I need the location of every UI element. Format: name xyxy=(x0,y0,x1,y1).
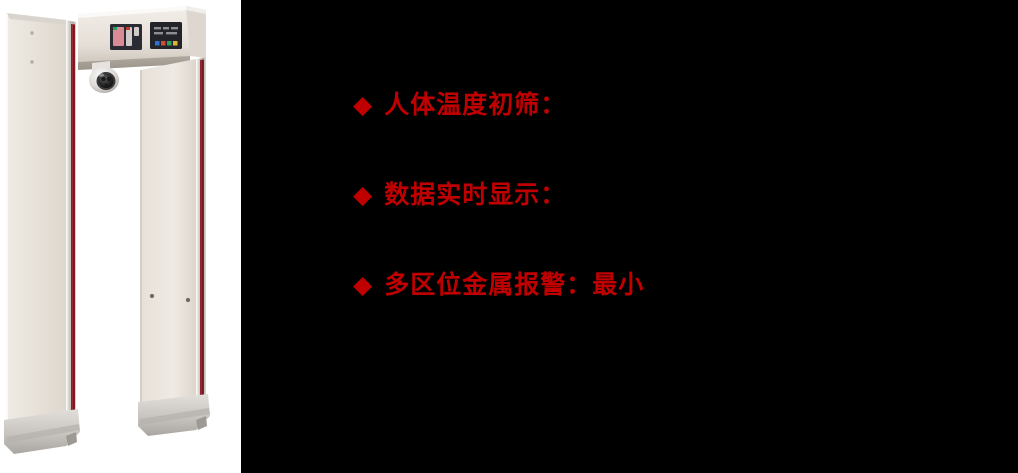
diamond-bullet-icon: ◆ xyxy=(353,180,373,209)
product-image-stage xyxy=(0,0,241,473)
metal-detector-gate-illustration xyxy=(4,6,210,454)
gate-right-post xyxy=(138,57,210,436)
diamond-bullet-icon: ◆ xyxy=(353,90,373,119)
gate-top-crossbar xyxy=(78,6,190,70)
temperature-camera xyxy=(89,61,119,93)
gate-indicator-board xyxy=(150,22,182,49)
feature-label: 数据实时显示： xyxy=(384,180,567,209)
diamond-bullet-icon: ◆ xyxy=(353,270,373,299)
gate-control-display xyxy=(110,24,142,50)
feature-item-realtime-data: ◆ 数据实时显示： xyxy=(353,178,993,268)
gate-top-right-cap-highlight xyxy=(186,6,206,14)
feature-item-temperature: ◆ 人体温度初筛： xyxy=(353,88,993,178)
gate-left-post xyxy=(4,13,80,454)
feature-item-multizone-alarm: ◆ 多区位金属报警：最小 xyxy=(353,268,993,358)
content-panel: ◆ 人体温度初筛： ◆ 数据实时显示： ◆ 多区位金属报警：最小 xyxy=(241,0,1018,473)
gate-top-right-cap xyxy=(186,6,206,58)
feature-label: 多区位金属报警：最小 xyxy=(384,270,645,299)
feature-list: ◆ 人体温度初筛： ◆ 数据实时显示： ◆ 多区位金属报警：最小 xyxy=(353,88,993,358)
feature-label: 人体温度初筛： xyxy=(384,90,567,119)
